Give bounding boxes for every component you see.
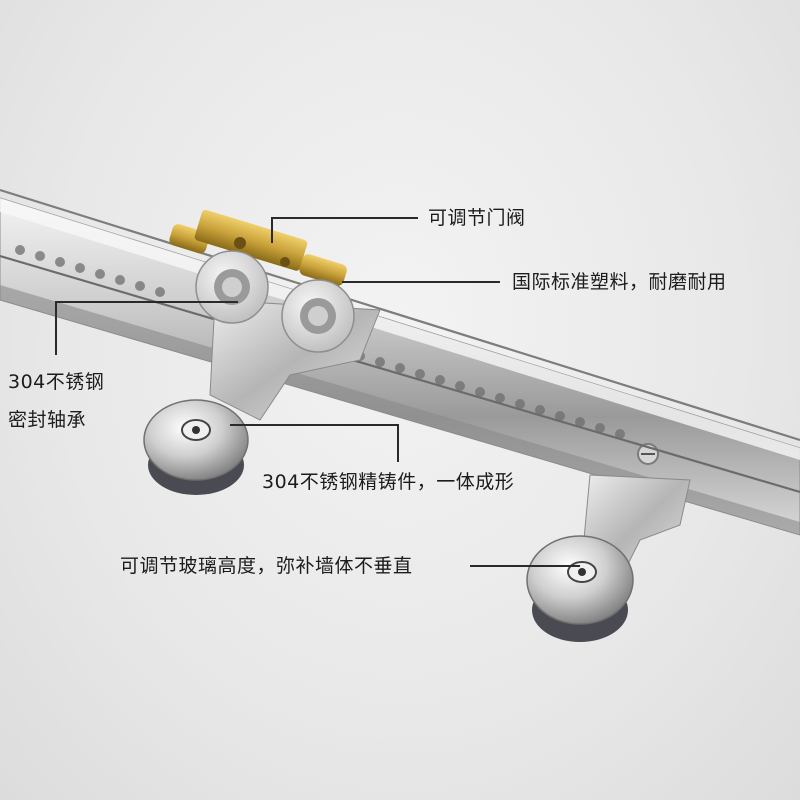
nylon-wheel-right xyxy=(281,279,355,353)
callout-leader-lines xyxy=(55,217,580,567)
glass-clamp-left xyxy=(143,399,249,495)
callout-casting: 304不锈钢精铸件，一体成形 xyxy=(262,471,515,493)
callout-door-valve: 可调节门阀 xyxy=(428,207,526,229)
callout-bearing-line2: 密封轴承 xyxy=(8,409,87,431)
leader-door-valve xyxy=(271,217,418,243)
rail-slot-holes xyxy=(15,245,625,439)
steel-cable-upper xyxy=(0,188,800,442)
callout-plastic: 国际标准塑料，耐磨耐用 xyxy=(512,271,727,293)
leader-bearing xyxy=(55,301,238,355)
steel-cable-lower xyxy=(0,254,800,494)
glass-clamp-right xyxy=(526,535,634,642)
leader-casting xyxy=(230,424,399,462)
callout-bearing-line1: 304不锈钢 xyxy=(8,371,105,393)
nylon-wheel-left xyxy=(195,250,269,324)
brass-door-valve xyxy=(169,209,347,286)
callout-glass-height: 可调节玻璃高度，弥补墙体不垂直 xyxy=(120,555,413,577)
